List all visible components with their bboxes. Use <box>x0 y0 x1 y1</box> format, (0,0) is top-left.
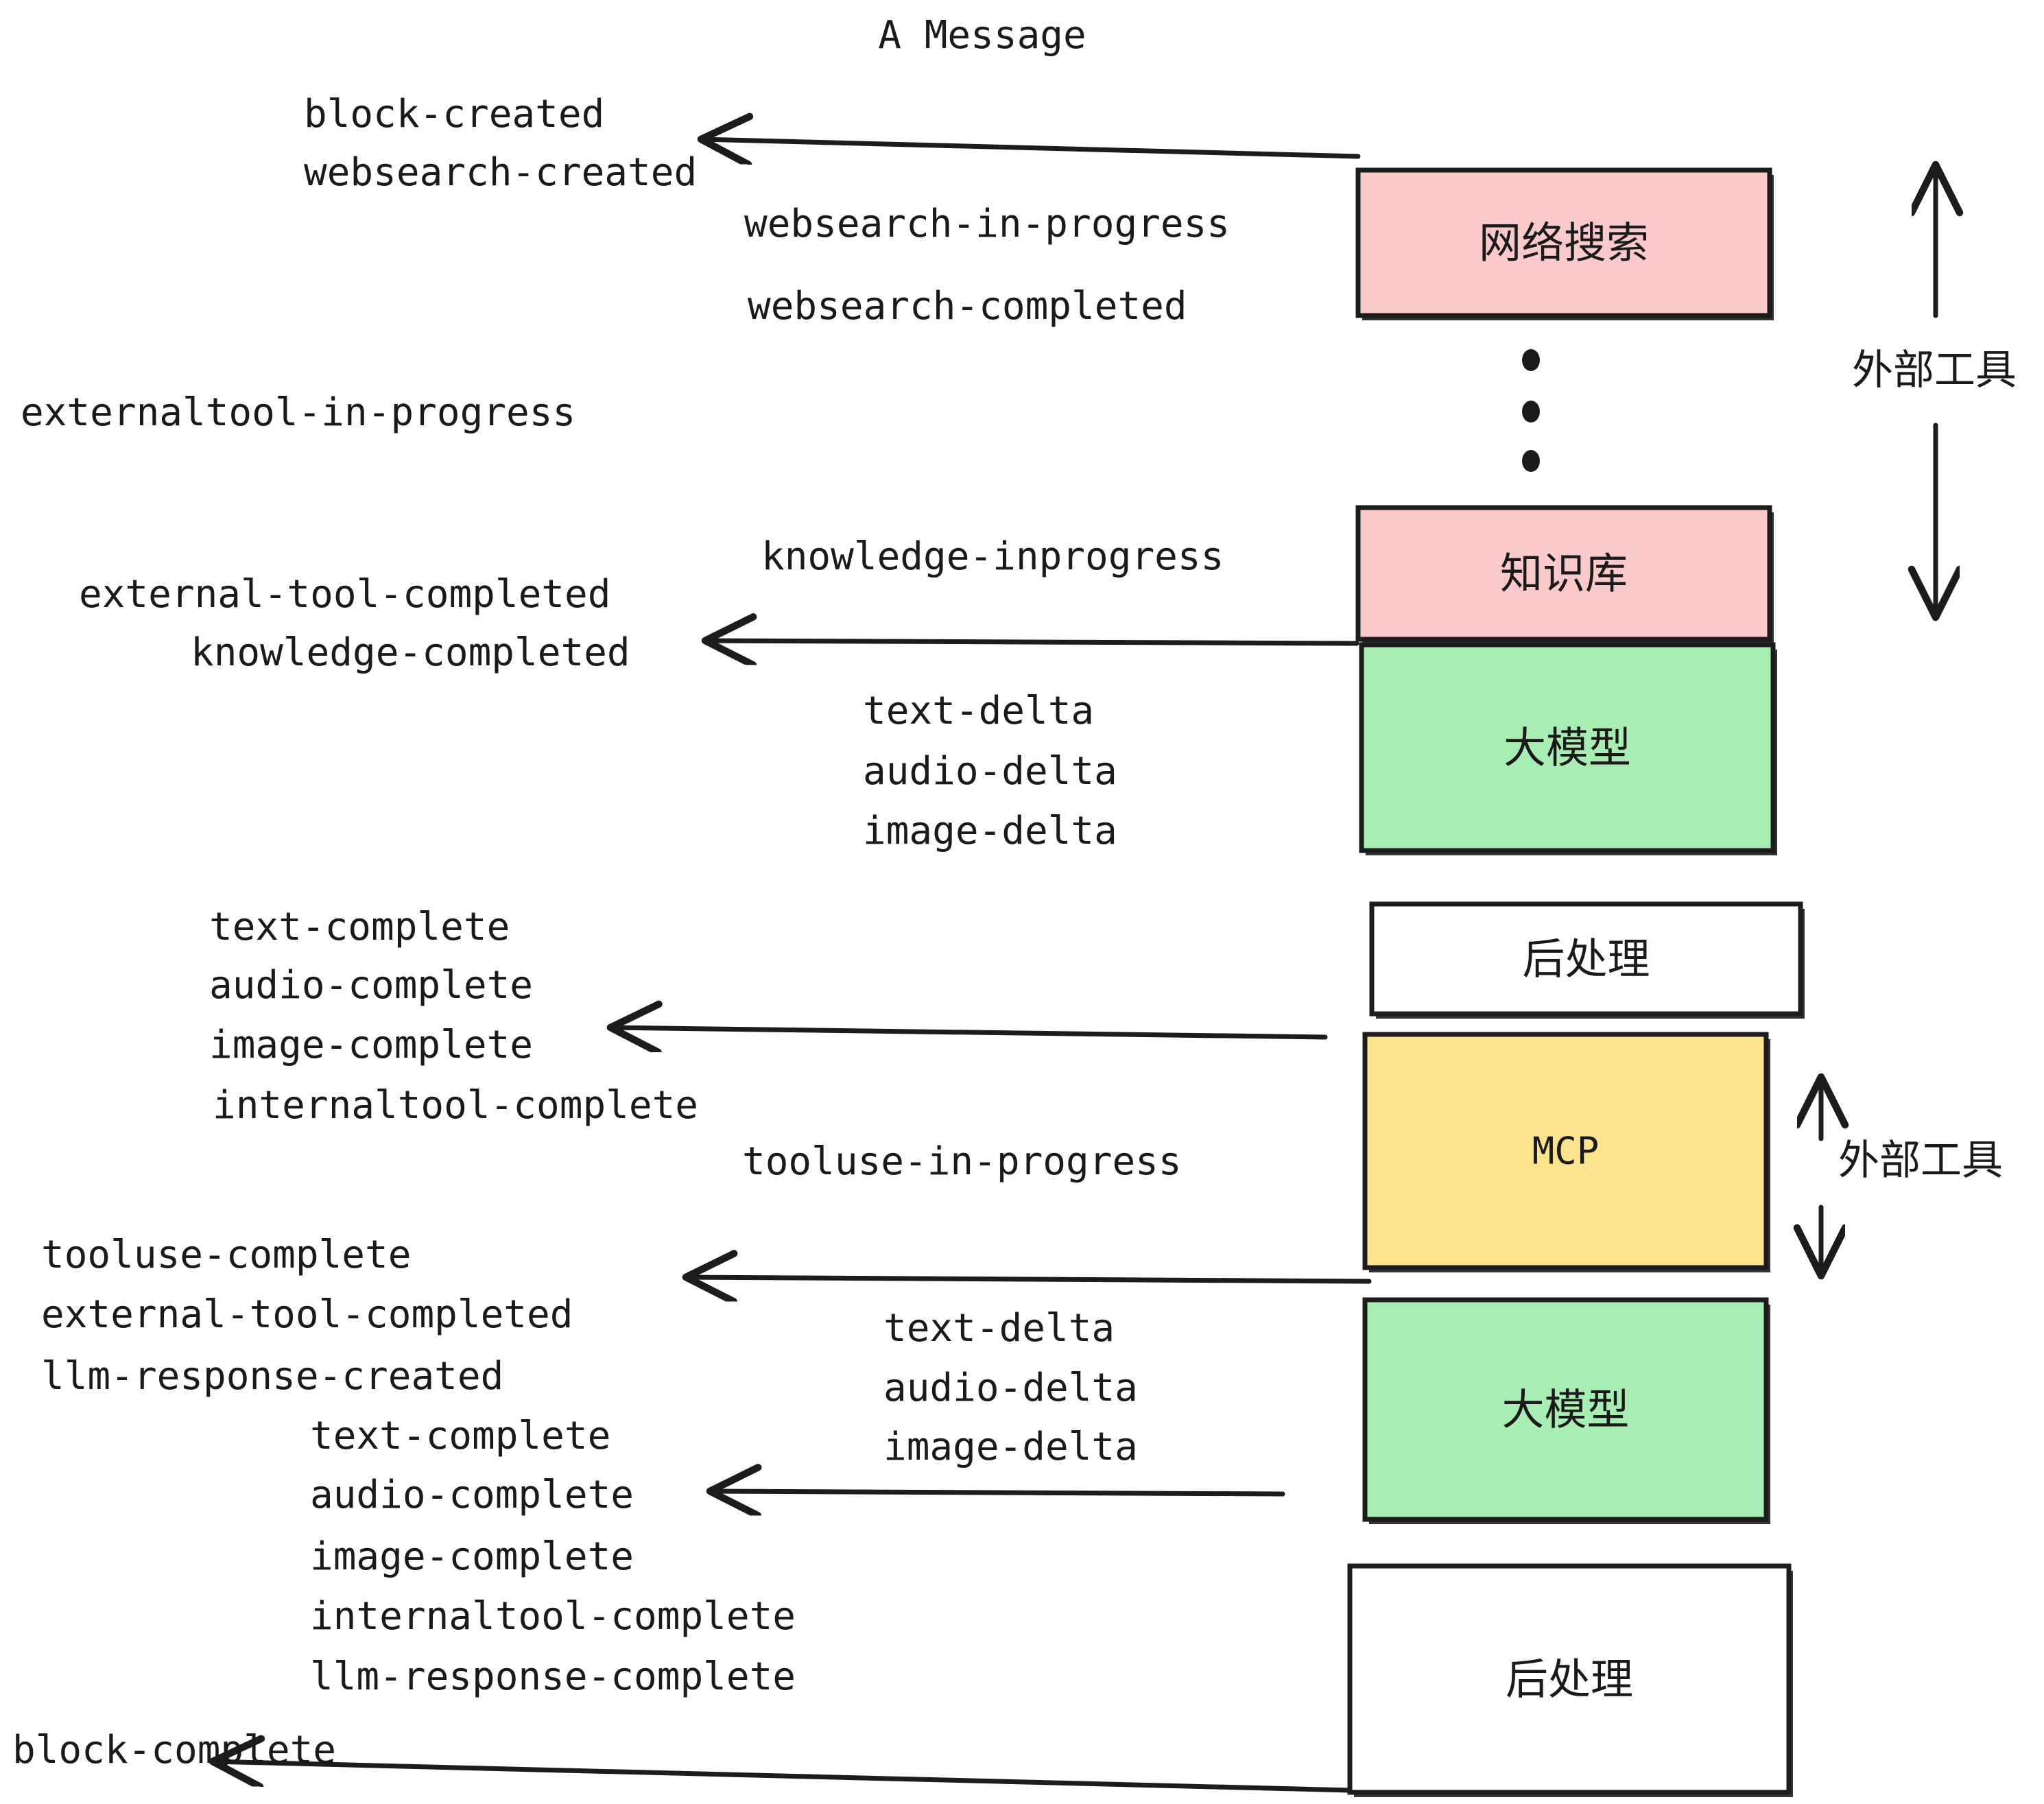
event-label: tooluse-in-progress <box>742 1139 1182 1184</box>
event-label: llm-response-created <box>41 1354 503 1399</box>
node-llm-1[interactable]: 大模型 <box>1359 642 1777 855</box>
knowledge-completed-arrow <box>705 641 1359 643</box>
event-label: audio-delta <box>863 749 1117 794</box>
event-label: websearch-in-progress <box>744 202 1230 246</box>
event-label: audio-complete <box>310 1473 634 1517</box>
event-label: websearch-completed <box>748 284 1187 329</box>
event-label: text-complete <box>209 905 510 949</box>
node-knowledge[interactable]: 知识库 <box>1355 505 1774 644</box>
node-label: 大模型 <box>1501 1385 1629 1435</box>
block-created-arrow <box>701 139 1361 156</box>
node-box[interactable] <box>1355 167 1772 318</box>
node-label: 网络搜索 <box>1479 218 1649 268</box>
block-complete-arrow <box>213 1761 1353 1793</box>
node-label: 知识库 <box>1500 549 1628 599</box>
event-label: externaltool-in-progress <box>21 390 575 435</box>
event-label: image-complete <box>310 1534 634 1579</box>
event-label: llm-response-complete <box>310 1654 796 1699</box>
event-label: text-delta <box>883 1306 1115 1351</box>
event-label: audio-delta <box>883 1366 1138 1410</box>
node-label: 后处理 <box>1506 1654 1633 1705</box>
ellipsis-dot-2 <box>1522 401 1540 423</box>
event-label: external-tool-completed <box>41 1292 573 1337</box>
event-label: knowledge-inprogress <box>761 534 1224 579</box>
node-box[interactable] <box>1362 1297 1769 1522</box>
node-label: MCP <box>1532 1130 1600 1173</box>
node-box[interactable] <box>1362 1032 1769 1270</box>
arrows-layer <box>213 139 1372 1793</box>
page-title: A Message <box>878 13 1086 58</box>
node-mcp[interactable]: MCP <box>1362 1032 1770 1272</box>
event-label: block-created <box>304 92 604 137</box>
ellipsis-dot-1 <box>1522 349 1540 371</box>
bracket-label: 外部工具 <box>1838 1137 2003 1185</box>
audio-complete-arrow <box>710 1491 1285 1494</box>
external-tools-lower: 外部工具 <box>1821 1077 2003 1276</box>
event-label: image-delta <box>883 1425 1138 1469</box>
event-label: image-complete <box>209 1023 533 1067</box>
event-label: text-complete <box>310 1414 610 1458</box>
image-complete-arrow <box>610 1028 1328 1037</box>
node-postprocess-2[interactable]: 后处理 <box>1347 1563 1793 1797</box>
event-label: tooluse-complete <box>41 1233 411 1277</box>
node-websearch[interactable]: 网络搜索 <box>1355 167 1774 320</box>
ellipsis-dot-3 <box>1522 450 1540 472</box>
event-label: knowledge-completed <box>191 630 630 675</box>
node-postprocess-1[interactable]: 后处理 <box>1369 901 1805 1019</box>
event-label: text-delta <box>863 689 1094 733</box>
vertical-ellipsis <box>1522 349 1540 472</box>
bracket-label: 外部工具 <box>1852 346 2017 394</box>
event-label: block-complete <box>12 1728 336 1772</box>
node-box[interactable] <box>1347 1563 1792 1795</box>
event-labels-layer: block-created websearch-created websearch-… <box>12 92 1230 1772</box>
node-label: 大模型 <box>1504 723 1631 773</box>
event-label: external-tool-completed <box>79 572 610 617</box>
node-llm-2[interactable]: 大模型 <box>1362 1297 1770 1524</box>
event-label: internaltool-complete <box>310 1594 796 1639</box>
node-box[interactable] <box>1355 505 1772 642</box>
event-label: audio-complete <box>209 963 533 1008</box>
event-label: image-delta <box>863 809 1117 853</box>
node-label: 后处理 <box>1522 934 1650 984</box>
tooluse-complete-arrow <box>686 1277 1372 1281</box>
node-box[interactable] <box>1359 642 1776 853</box>
event-label: internaltool-complete <box>213 1083 698 1128</box>
external-tools-upper: 外部工具 <box>1852 165 2017 617</box>
node-box[interactable] <box>1369 901 1803 1017</box>
event-label: websearch-created <box>304 150 697 195</box>
